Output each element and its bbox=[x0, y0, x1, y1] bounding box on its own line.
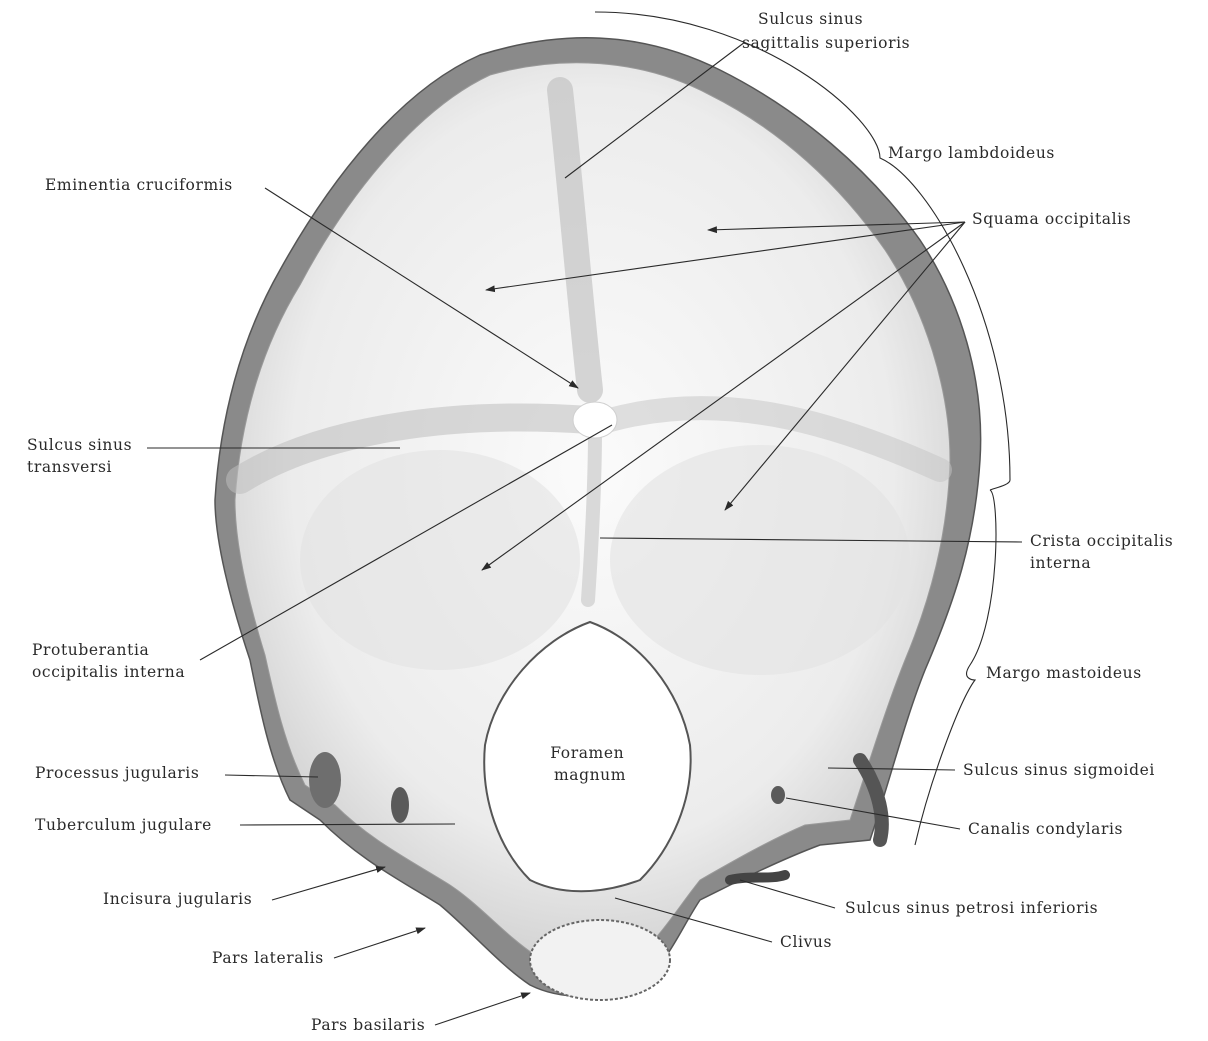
bracket-margo-lambdoideus bbox=[594, 11, 1011, 491]
leader-sulcus-sagittalis bbox=[564, 41, 746, 179]
transverse-groove-left bbox=[226, 403, 604, 494]
label-foramen-magnum: Foramen magnum bbox=[550, 744, 629, 784]
leader-sulcus-sigmoidei bbox=[827, 767, 956, 771]
leader-squama-3 bbox=[481, 221, 966, 571]
fossa-left bbox=[300, 450, 580, 670]
leader-eminentia bbox=[264, 187, 579, 389]
label-margo-lambdoideus: Margo lambdoideus bbox=[888, 144, 1055, 162]
leader-pars-lateralis bbox=[333, 927, 426, 959]
petrosal-sulcus-right bbox=[725, 870, 790, 885]
label-squama-occipitalis: Squama occipitalis bbox=[972, 210, 1131, 228]
sagittal-groove bbox=[547, 77, 603, 403]
leader-protuberantia bbox=[199, 424, 613, 661]
leader-squama-1 bbox=[707, 221, 966, 234]
label-tuberculum-jugulare: Tuberculum jugulare bbox=[35, 816, 212, 834]
leader-crista bbox=[599, 537, 1023, 543]
label-sulcus-petrosi: Sulcus sinus petrosi inferioris bbox=[845, 899, 1098, 917]
label-pars-basilaris: Pars basilaris bbox=[311, 1016, 425, 1034]
label-processus-jugularis: Processus jugularis bbox=[35, 764, 199, 782]
jugular-process-left bbox=[309, 752, 341, 808]
leader-squama-2 bbox=[485, 221, 966, 293]
label-margo-mastoideus: Margo mastoideus bbox=[986, 664, 1142, 682]
label-eminentia-cruciformis: Eminentia cruciformis bbox=[45, 176, 233, 194]
jugular-foramen-left bbox=[391, 787, 409, 823]
label-pars-lateralis: Pars lateralis bbox=[212, 949, 324, 967]
internal-protuberance bbox=[572, 401, 618, 439]
leader-pars-basilaris bbox=[434, 992, 531, 1026]
fossa-right bbox=[610, 445, 910, 675]
leader-squama-4 bbox=[724, 221, 966, 511]
label-crista-occipitalis: Crista occipitalis interna bbox=[1030, 532, 1179, 572]
condylar-canal-right bbox=[771, 786, 785, 804]
label-canalis-condylaris: Canalis condylaris bbox=[968, 820, 1123, 838]
transverse-groove-right bbox=[598, 396, 952, 482]
pars-basilaris-end bbox=[529, 919, 671, 1001]
internal-crest bbox=[581, 423, 602, 607]
label-incisura-jugularis: Incisura jugularis bbox=[103, 890, 252, 908]
leader-clivus bbox=[614, 897, 773, 943]
label-sulcus-sigmoidei: Sulcus sinus sigmoidei bbox=[963, 761, 1155, 779]
label-clivus: Clivus bbox=[780, 933, 832, 951]
occipital-bone bbox=[214, 37, 982, 1001]
bracket-margo-mastoideus bbox=[914, 489, 997, 846]
leader-canalis bbox=[785, 797, 961, 830]
label-sulcus-transversi: Sulcus sinus transversi bbox=[27, 436, 138, 476]
label-protuberantia: Protuberantia occipitalis interna bbox=[32, 641, 185, 681]
leader-sulcus-petrosi bbox=[739, 879, 836, 909]
leader-processus-jugularis bbox=[224, 774, 319, 778]
foramen-magnum bbox=[483, 620, 692, 893]
label-sulcus-sagittalis: Sulcus sinus sagittalis superioris bbox=[742, 10, 910, 52]
leader-incisura bbox=[271, 866, 386, 901]
leader-tuberculum bbox=[239, 823, 456, 826]
